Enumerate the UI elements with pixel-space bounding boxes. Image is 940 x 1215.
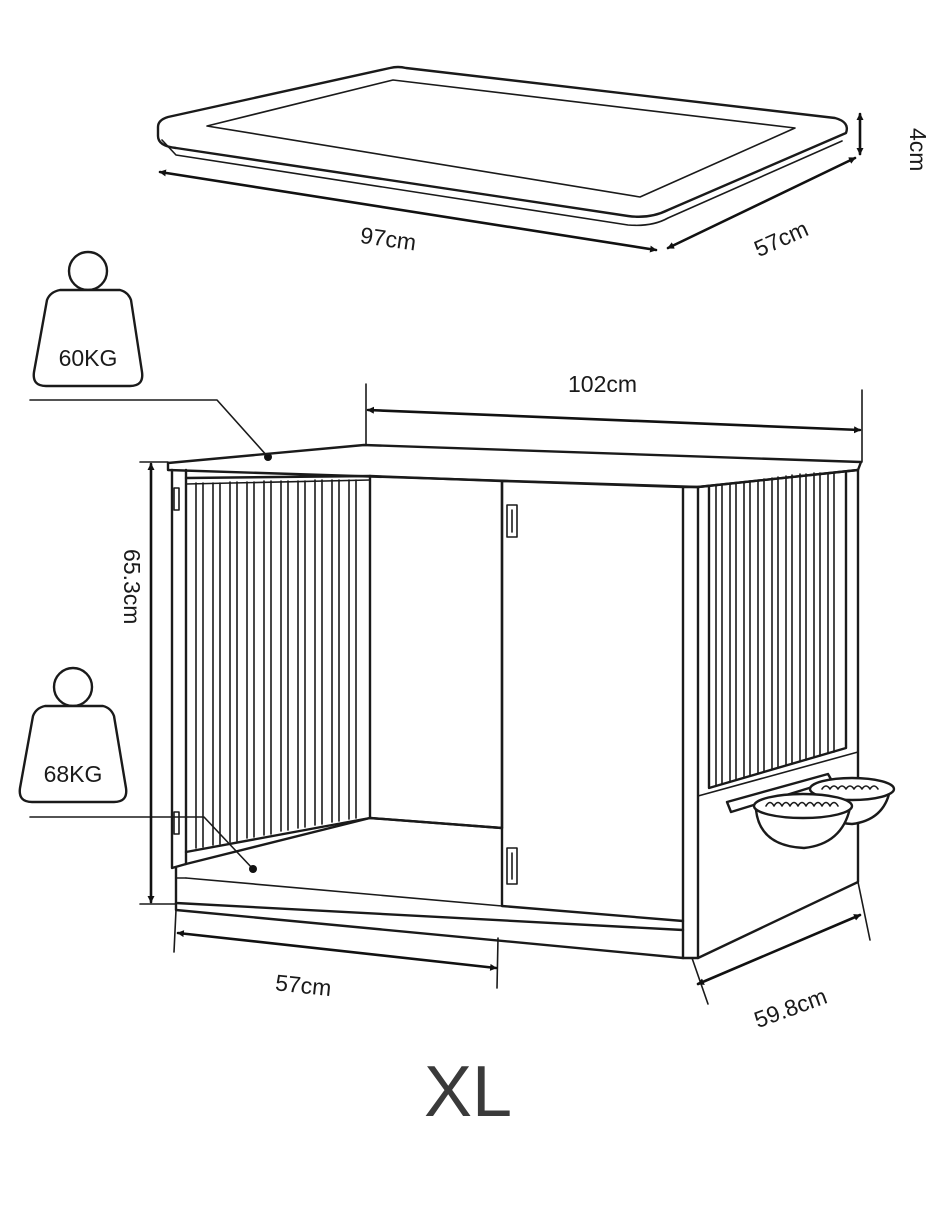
cushion-width-arrow xyxy=(666,156,857,250)
crate-height-label: 65.3cm xyxy=(119,549,145,624)
front-bowl xyxy=(752,792,854,850)
weight-icon-bottom: 68KG xyxy=(18,666,128,804)
crate-width-label: 102cm xyxy=(568,371,637,397)
cushion-width-label: 57cm xyxy=(750,215,812,262)
crate-width-arrow xyxy=(366,406,862,434)
right-side-bars xyxy=(715,472,835,786)
cushion-length-label: 97cm xyxy=(359,222,418,256)
floor-load-point xyxy=(249,865,257,873)
size-label: XL xyxy=(424,1052,512,1132)
door-hinge-bottom xyxy=(506,847,518,885)
cushion-dimensions: 97cm 57cm 4cm xyxy=(158,112,931,262)
cushion-thickness-label: 4cm xyxy=(905,128,931,171)
crate-front-depth-label: 57cm xyxy=(274,969,333,1001)
crate-side-depth-arrow xyxy=(696,913,862,986)
weight-icon-top: 60KG xyxy=(32,250,144,388)
crate-front-depth-arrow xyxy=(176,930,498,971)
left-side-bars xyxy=(195,479,357,849)
crate-dimensions: 102cm 65.3cm 57cm 59.8cm xyxy=(119,371,871,1033)
crate-front-door xyxy=(500,479,685,923)
cushion-drawing xyxy=(156,65,849,227)
cushion-length-arrow xyxy=(158,169,658,253)
floor-weight-label: 68KG xyxy=(44,761,103,787)
crate-side-depth-label: 59.8cm xyxy=(751,983,831,1033)
top-weight-label: 60KG xyxy=(59,345,118,371)
top-load-leader xyxy=(29,399,269,458)
crate-drawing xyxy=(166,443,896,960)
door-hinge-top xyxy=(506,504,518,538)
